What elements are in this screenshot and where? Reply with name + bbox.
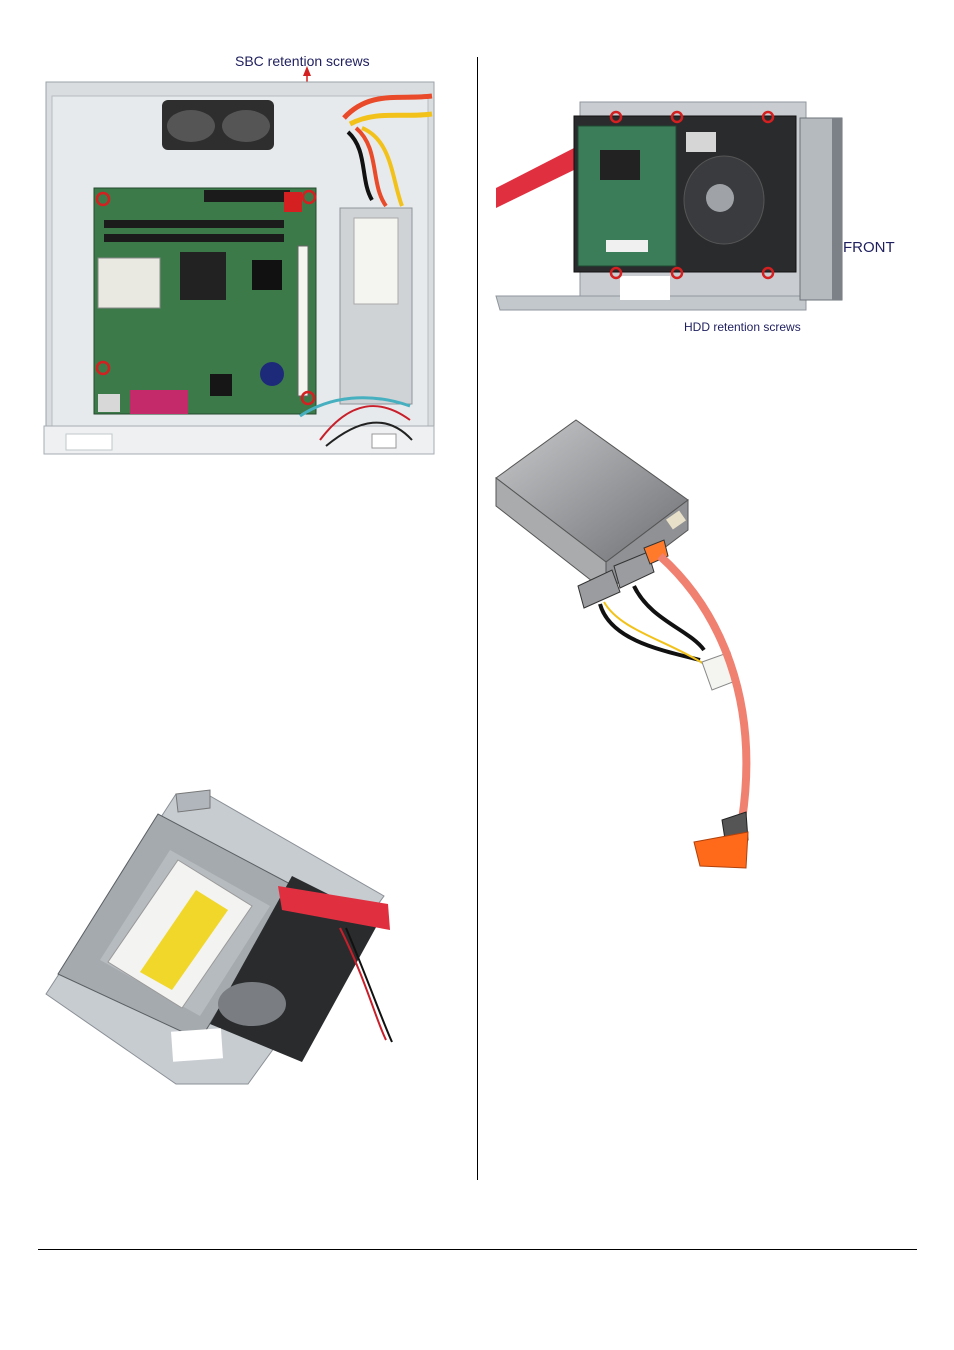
odd-bracket-figure — [0, 0, 954, 1350]
